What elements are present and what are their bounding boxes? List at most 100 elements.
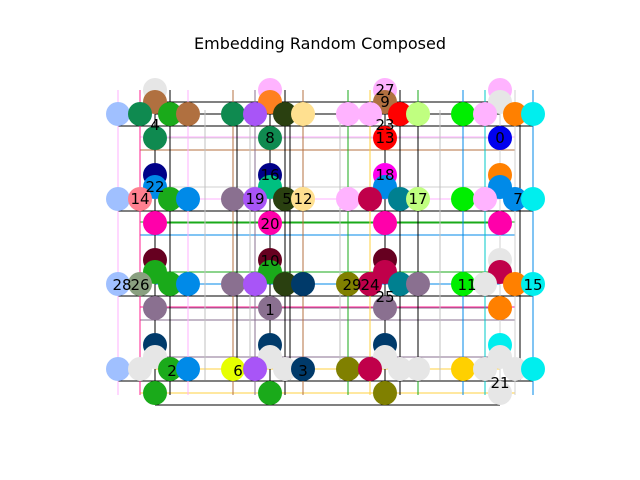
graph-node	[176, 357, 200, 381]
node-label: 27	[375, 81, 394, 99]
graph-node	[521, 272, 545, 296]
graph-node	[106, 357, 130, 381]
graph-node	[158, 357, 182, 381]
graph-node	[451, 357, 475, 381]
graph-node	[176, 187, 200, 211]
graph-node	[358, 187, 382, 211]
graph-node	[336, 187, 360, 211]
graph-node	[473, 272, 497, 296]
graph-node	[128, 357, 152, 381]
node-label: 28	[112, 276, 131, 294]
graph-node	[488, 211, 512, 235]
graph-node	[273, 187, 297, 211]
graph-node	[221, 272, 245, 296]
graph-node	[273, 272, 297, 296]
graph-node	[503, 187, 527, 211]
graph-node	[473, 187, 497, 211]
graph-node	[143, 126, 167, 150]
graph-node	[291, 272, 315, 296]
graph-node	[106, 102, 130, 126]
node-label: 14	[130, 190, 149, 208]
node-label: 16	[260, 166, 279, 184]
graph-node	[503, 102, 527, 126]
graph-node	[221, 357, 245, 381]
node-label: 1	[265, 301, 275, 319]
graph-node	[158, 102, 182, 126]
node-label: 19	[245, 190, 264, 208]
node-label: 22	[145, 178, 164, 196]
graph-node	[128, 187, 152, 211]
node-label: 24	[360, 276, 379, 294]
graph-node	[388, 272, 412, 296]
graph-node	[128, 102, 152, 126]
graph-node	[291, 187, 315, 211]
graph-node	[373, 126, 397, 150]
graph-node	[503, 272, 527, 296]
graph-node	[273, 357, 297, 381]
graph-node	[388, 357, 412, 381]
graph-node	[473, 102, 497, 126]
node-label: 21	[490, 374, 509, 392]
graph-node	[521, 357, 545, 381]
node-label: 7	[513, 190, 523, 208]
graph-node	[258, 211, 282, 235]
graph-node	[373, 296, 397, 320]
graph-node	[406, 357, 430, 381]
graph-node	[358, 102, 382, 126]
node-label: 20	[260, 215, 279, 233]
graph-node	[128, 272, 152, 296]
graph-node	[273, 102, 297, 126]
graph-node	[143, 211, 167, 235]
graph-node	[451, 187, 475, 211]
graph-node	[158, 272, 182, 296]
graph-node	[336, 102, 360, 126]
node-label: 3	[298, 362, 308, 380]
graph-node	[488, 126, 512, 150]
graph-nodes	[106, 78, 545, 405]
graph-node	[388, 102, 412, 126]
graph-node	[258, 381, 282, 405]
graph-node	[143, 296, 167, 320]
graph-node	[373, 211, 397, 235]
graph-node	[258, 296, 282, 320]
graph-node	[243, 357, 267, 381]
node-label: 15	[523, 276, 542, 294]
node-label: 26	[130, 276, 149, 294]
graph-node	[503, 357, 527, 381]
graph-node	[388, 187, 412, 211]
graph-node	[291, 357, 315, 381]
graph-node	[158, 187, 182, 211]
node-label: 9	[380, 93, 390, 111]
node-label: 2	[167, 362, 177, 380]
graph-node	[358, 357, 382, 381]
graph-node	[358, 272, 382, 296]
graph-node	[336, 357, 360, 381]
node-label: 18	[375, 166, 394, 184]
graph-edges	[117, 90, 534, 406]
graph-node	[221, 187, 245, 211]
graph-node	[406, 102, 430, 126]
graph-node	[521, 102, 545, 126]
node-label: 11	[457, 276, 476, 294]
graph-node	[106, 187, 130, 211]
node-label: 29	[342, 276, 361, 294]
graph-node	[258, 126, 282, 150]
graph-node	[221, 102, 245, 126]
node-label: 0	[495, 129, 505, 147]
graph-node	[243, 187, 267, 211]
figure-title: Embedding Random Composed	[194, 34, 446, 53]
graph-node	[176, 102, 200, 126]
graph-node	[243, 102, 267, 126]
node-label: 6	[233, 362, 243, 380]
node-label: 4	[150, 116, 160, 134]
graph-node	[488, 296, 512, 320]
node-label: 8	[265, 129, 275, 147]
graph-node	[143, 381, 167, 405]
graph-node	[451, 272, 475, 296]
graph-node	[373, 381, 397, 405]
graph-node	[336, 272, 360, 296]
graph-node	[106, 272, 130, 296]
node-label: 13	[375, 129, 394, 147]
